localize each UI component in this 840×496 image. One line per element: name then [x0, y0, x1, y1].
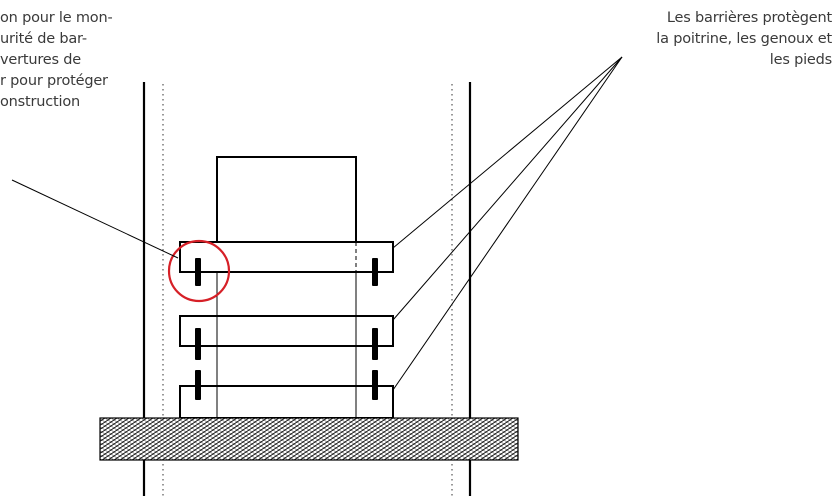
- callout-left-line-4: r pour protéger: [0, 73, 108, 89]
- barrier-chest: [179, 241, 394, 273]
- barrier-foot: [179, 385, 394, 419]
- callout-right-line-2: la poitrine, les genoux et: [656, 31, 832, 47]
- callout-left-line-2: urité de bar-: [0, 31, 87, 47]
- callout-left-text: on pour le mon- urité de bar- vertures d…: [0, 8, 113, 113]
- barrier-knee: [179, 315, 394, 347]
- leader-line-left: [11, 179, 179, 259]
- highlight-circle: [167, 239, 231, 303]
- callout-left-line-5: onstruction: [0, 94, 80, 110]
- callout-left-line-3: vertures de: [0, 52, 81, 68]
- callout-right-line-1: Les barrières protègent: [666, 10, 832, 26]
- door-frame-outline: [216, 156, 357, 242]
- callout-right-line-3: les pieds: [769, 52, 832, 68]
- callout-left-line-1: on pour le mon-: [0, 10, 113, 26]
- leader-lines-right: [392, 56, 623, 391]
- floor-slab: [99, 417, 519, 461]
- callout-right-text: Les barrières protègent la poitrine, les…: [656, 8, 832, 71]
- clamp-marks: [195, 258, 378, 400]
